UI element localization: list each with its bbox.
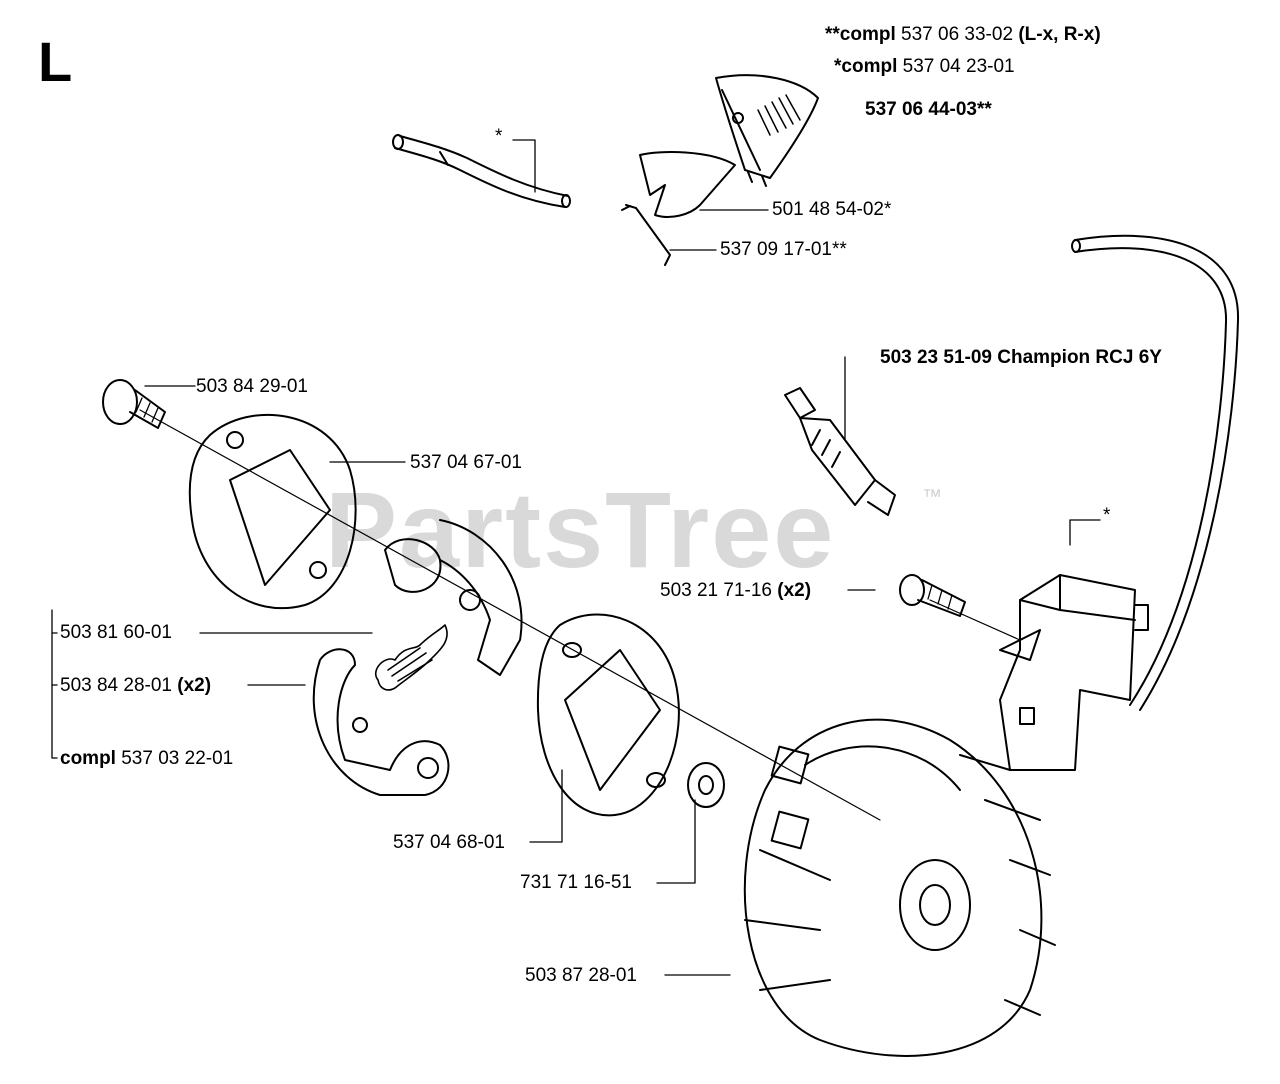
label-kit-a: **compl 537 06 33-02 (L-x, R-x) [825,24,1101,45]
label-wire: 537 09 17-01** [720,239,847,260]
label-hose-star: * [495,126,503,147]
trademark-symbol: ™ [922,486,942,508]
label-kit-b: *compl 537 04 23-01 [834,56,1015,77]
label-cover: 537 06 44-03** [865,99,992,120]
label-module-star: * [1103,505,1111,526]
label-clutch-compl: compl 537 03 22-01 [60,748,234,769]
label-clutch-plate-inner: 537 04 68-01 [393,832,505,853]
shroud-cover-icon [715,74,819,187]
clutch-plate-icon-inner [536,613,680,817]
ignition-wire-icon [1071,234,1240,711]
washer-icon [687,762,725,808]
label-flywheel: 503 87 28-01 [525,965,637,986]
plate-icon [639,151,736,218]
wire-clip-icon [621,204,671,266]
label-spring: 503 81 60-01 [60,622,172,643]
screw-icon [102,379,166,429]
assembly-axis [139,409,1021,821]
label-washer: 731 71 16-51 [520,872,632,893]
label-spark-plug: 503 23 51-09 Champion RCJ 6Y [880,347,1162,368]
clutch-plate-icon [188,413,357,610]
leader-lines [51,139,1101,976]
clutch-shoe-icon-lower [312,648,450,796]
section-letter: L [38,30,73,93]
watermark: PartsTree [325,469,836,590]
ignition-module-icon [999,574,1149,771]
flywheel-icon [743,718,1056,1057]
spark-plug-icon [784,387,896,516]
clutch-shoe-icon [384,519,523,676]
label-plate: 501 48 54-02* [772,199,892,220]
screw-icon-ignition [899,574,966,617]
label-shoe: 503 84 28-01 (x2) [60,675,212,696]
label-screw-small: 503 84 29-01 [196,376,308,397]
spring-icon [375,624,448,691]
fuel-hose-icon [392,134,571,208]
label-ignition-screw: 503 21 71-16 (x2) [660,580,812,601]
label-clutch-plate-outer: 537 04 67-01 [410,452,522,473]
